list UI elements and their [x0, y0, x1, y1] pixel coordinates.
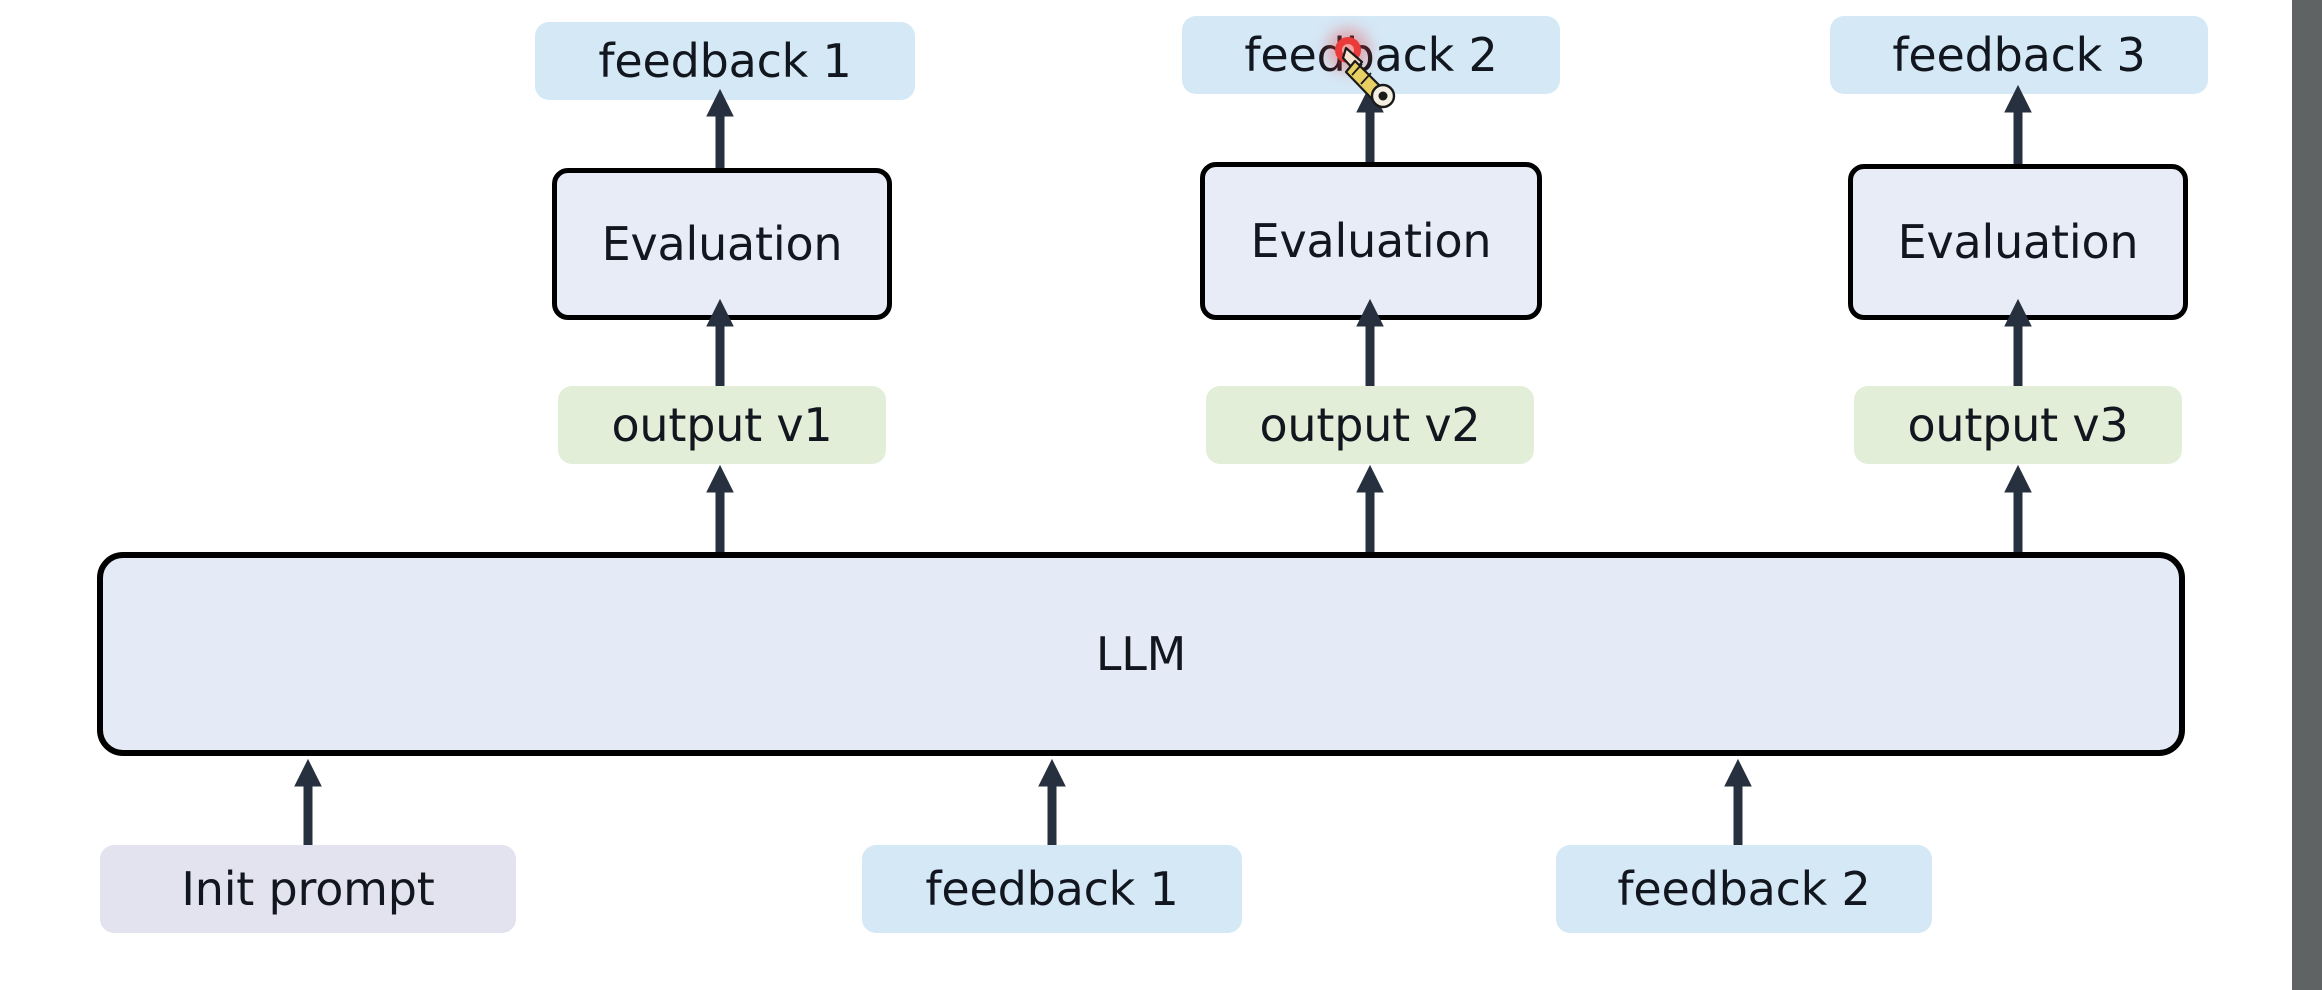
arrow-llm-to-output3: [2004, 464, 2032, 558]
llm-box-label: LLM: [1095, 627, 1187, 681]
chip-label: Init prompt: [181, 862, 435, 916]
llm-box[interactable]: LLM: [97, 552, 2185, 756]
vertical-scrollbar[interactable]: [2292, 0, 2322, 990]
arrow-initprompt-to-llm: [294, 758, 322, 852]
chip-label: feedback 2: [1244, 28, 1498, 82]
arrow-llm-to-output2: [1356, 464, 1384, 558]
arrow-output3-to-eval3: [2004, 298, 2032, 400]
chip-feedback-bottom-2[interactable]: feedback 2: [1556, 845, 1932, 933]
arrow-output2-to-eval2: [1356, 298, 1384, 400]
arrow-output1-to-eval1: [706, 298, 734, 400]
chip-feedback-bottom-1[interactable]: feedback 1: [862, 845, 1242, 933]
pencil-cursor-icon: [1342, 46, 1396, 109]
chip-label: output v3: [1907, 398, 2129, 452]
evaluation-box-label: Evaluation: [1250, 214, 1492, 268]
chip-feedback-top-1[interactable]: feedback 1: [535, 22, 915, 100]
chip-label: feedback 1: [925, 862, 1179, 916]
chip-feedback-top-3[interactable]: feedback 3: [1830, 16, 2208, 94]
chip-label: feedback 1: [598, 34, 852, 88]
chip-label: feedback 3: [1892, 28, 2146, 82]
chip-init-prompt[interactable]: Init prompt: [100, 845, 516, 933]
chip-label: output v1: [611, 398, 833, 452]
chip-output-v1[interactable]: output v1: [558, 386, 886, 464]
evaluation-box-3[interactable]: Evaluation: [1848, 164, 2188, 320]
evaluation-box-1[interactable]: Evaluation: [552, 168, 892, 320]
evaluation-box-label: Evaluation: [601, 217, 843, 271]
chip-output-v3[interactable]: output v3: [1854, 386, 2182, 464]
evaluation-box-label: Evaluation: [1897, 215, 2139, 269]
evaluation-box-2[interactable]: Evaluation: [1200, 162, 1542, 320]
chip-output-v2[interactable]: output v2: [1206, 386, 1534, 464]
arrow-llm-to-output1: [706, 464, 734, 558]
arrow-eval3-to-feedback3: [2004, 84, 2032, 170]
chip-label: feedback 2: [1617, 862, 1871, 916]
arrow-eval1-to-feedback1: [706, 88, 734, 170]
chip-label: output v2: [1259, 398, 1481, 452]
arrow-feedback1-to-llm: [1038, 758, 1066, 852]
arrow-feedback2-to-llm: [1724, 758, 1752, 852]
